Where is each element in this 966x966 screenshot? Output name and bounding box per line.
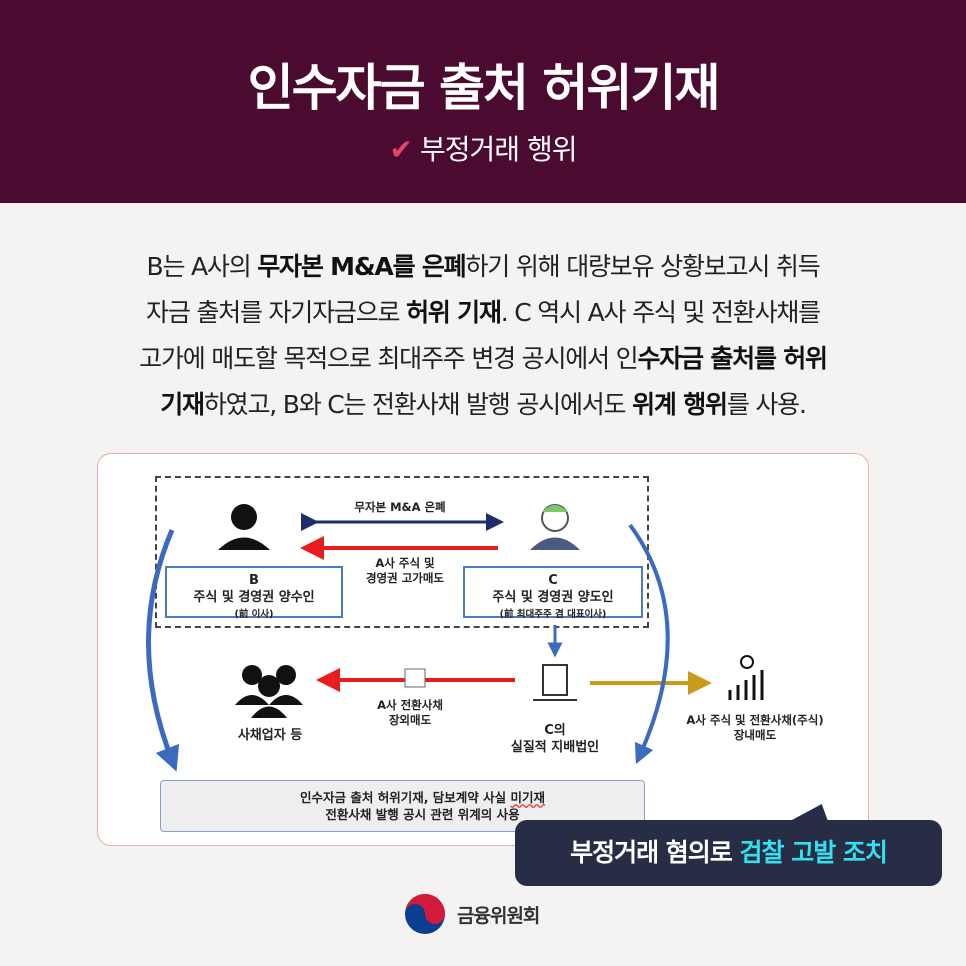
emphasis-text: 기재 [160,390,205,419]
paragraph-text: 고가에 매도할 목적으로 최대주주 변경 공시에서 인 [139,344,638,373]
fsc-logo: 금융위원회 [403,892,540,936]
summary-line-2: 전환사채 발행 공시 관련 위계의 사용 [325,807,520,822]
label-line: 장내매도 [733,728,777,742]
lenders-label: 사채업자 등 [237,728,303,743]
summary-text-underlined: 미기재 [510,790,546,805]
paragraph-line: 자금 출처를 자기자금으로 허위 기재. C 역시 A사 주식 및 전환사채를 [40,290,926,336]
subtitle: ✔부정거래 행위 [0,128,966,168]
person-c-icon [530,504,580,550]
box-c-role: 주식 및 경영권 양도인 [492,590,614,605]
box-c-name: C [548,573,558,588]
callout-text: 부정거래 혐의로 [570,838,740,867]
check-icon: ✔ [389,133,413,166]
paragraph-text: 를 사용. [726,390,807,419]
box-c: C 주식 및 경영권 양도인 (前 최대주주 겸 대표이사) [463,566,643,620]
label-line: 실질적 지배법인 [510,740,600,755]
box-b-note: (前 이사) [234,609,274,620]
left-curve-arrow [146,529,180,772]
summary-text: 인수자금 출처 허위기재, 담보계약 사실 [299,790,511,805]
paragraph-line: 고가에 매도할 목적으로 최대주주 변경 공시에서 인수자금 출처를 허위 [40,336,926,382]
label-line: 경영권 고가매도 [365,571,445,585]
group-people-icon [235,665,303,718]
document-icon [404,668,426,688]
paragraph-text: 자금 출처를 자기자금으로 [146,298,407,327]
taegeuk-logo-icon [405,894,445,934]
label-line: A사 주식 및 [375,556,435,570]
building-icon [533,664,577,701]
callout-highlight: 검찰 고발 조치 [739,838,888,867]
emphasis-text: 수자금 출처를 허위 [637,344,828,373]
paragraph-text: 하였고, B와 C는 전환사채 발행 공시에서도 [203,390,633,419]
emphasis-text: 위계 행위 [632,390,728,419]
right-curve-arrow [628,523,670,765]
paragraph-text: 하기 위해 대량보유 상황보고시 취득 [465,252,821,281]
box-b-role: 주식 및 경영권 양수인 [193,590,315,605]
person-b-icon [218,504,270,550]
label-line: 장외매도 [388,713,432,727]
paragraph-text: B는 A사의 [146,252,258,281]
paragraph-line: B는 A사의 무자본 M&A를 은폐하기 위해 대량보유 상황보고시 취득 [40,244,926,290]
hidden-ma-label: 무자본 M&A 은폐 [354,500,446,514]
label-line: A사 주식 및 전환사채(주식) [686,713,824,727]
market-sale-label: A사 주식 및 전환사채(주식)장내매도 [660,713,850,743]
emphasis-text: 허위 기재 [406,298,502,327]
org-name: 금융위원회 [457,904,540,927]
summary-line-1: 인수자금 출처 허위기재, 담보계약 사실 미기재 [201,789,644,806]
header: 인수자금 출처 허위기재 ✔부정거래 행위 [0,0,966,203]
page-title: 인수자금 출처 허위기재 [247,59,721,117]
callout-bubble: 부정거래 혐의로 검찰 고발 조치 [515,820,942,886]
paragraph-line: 기재하였고, B와 C는 전환사채 발행 공시에서도 위계 행위를 사용. [40,382,926,428]
box-b-name: B [249,573,259,588]
paragraph-text: . C 역시 A사 주식 및 전환사채를 [500,298,821,327]
box-b: B 주식 및 경영권 양수인 (前 이사) [165,566,343,620]
emphasis-text: 무자본 M&A를 은폐 [257,252,466,281]
chart-growth-icon [728,655,764,700]
box-c-note: (前 최대주주 겸 대표이사) [499,609,607,620]
subtitle-text: 부정거래 행위 [420,133,577,166]
label-line: C의 [544,723,566,738]
label-line: A사 전환사채 [377,698,443,712]
